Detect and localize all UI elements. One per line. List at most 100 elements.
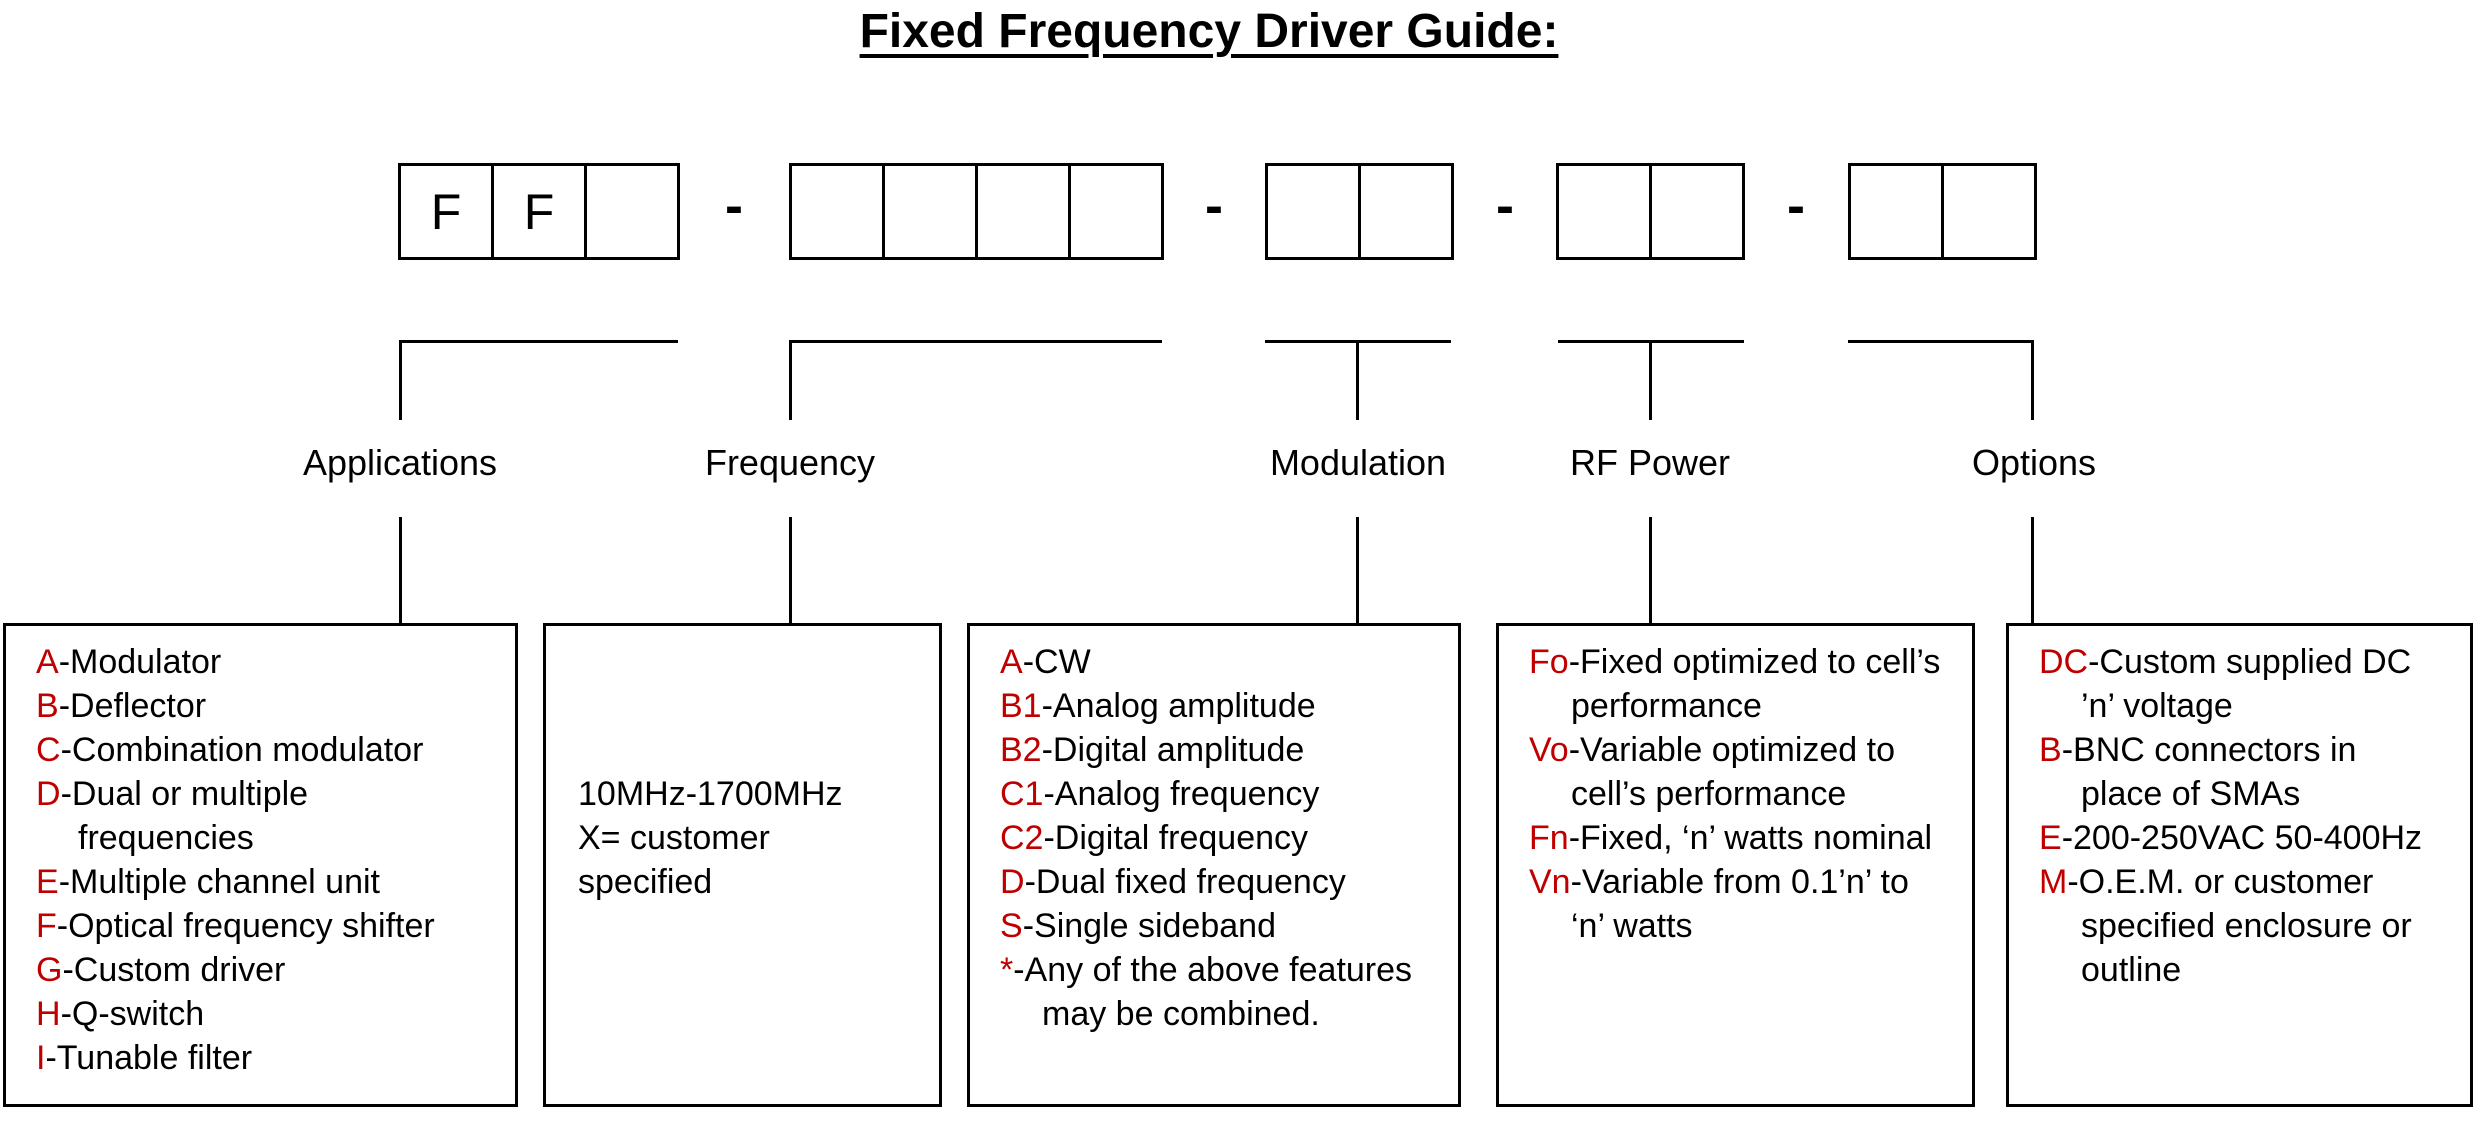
options-connector-lower bbox=[2031, 517, 2034, 623]
pn-group-rf-power bbox=[1556, 163, 1745, 260]
code-description: outline bbox=[2081, 951, 2182, 989]
code-description: -Custom supplied DC bbox=[2088, 643, 2412, 681]
code-letter: G bbox=[36, 951, 63, 989]
list-line: X= customer bbox=[578, 816, 935, 860]
pn-group-options bbox=[1848, 163, 2037, 260]
code-description: -Dual or multiple bbox=[60, 775, 309, 813]
list-line: B2-Digital amplitude bbox=[1000, 728, 1454, 772]
code-description: -Multiple channel unit bbox=[58, 863, 380, 901]
pn-separator: - bbox=[1205, 176, 1223, 236]
options-label: Options bbox=[1971, 442, 2097, 483]
code-description: -Modulator bbox=[58, 643, 222, 681]
applications-bracket-line bbox=[400, 340, 678, 343]
list-line: E-Multiple channel unit bbox=[36, 860, 511, 904]
rf-power-connector-lower bbox=[1649, 517, 1652, 623]
list-line: 10MHz-1700MHz bbox=[578, 772, 935, 816]
code-description: cell’s performance bbox=[1571, 775, 1847, 813]
code-letter: H bbox=[36, 995, 61, 1033]
code-description: -Analog amplitude bbox=[1041, 687, 1316, 725]
code-description: -Optical frequency shifter bbox=[56, 907, 435, 945]
list-line: frequencies bbox=[36, 816, 511, 860]
pn-separator: - bbox=[1787, 176, 1805, 236]
list-line: B-Deflector bbox=[36, 684, 511, 728]
list-line: place of SMAs bbox=[2039, 772, 2466, 816]
code-letter: Vo bbox=[1529, 731, 1569, 769]
list-line: Fo-Fixed optimized to cell’s bbox=[1529, 640, 1968, 684]
list-line: specified enclosure or bbox=[2039, 904, 2466, 948]
code-letter: Fo bbox=[1529, 643, 1569, 681]
code-description: -200-250VAC 50-400Hz bbox=[2061, 819, 2423, 857]
pn-cell bbox=[1268, 166, 1358, 257]
pn-cell: F bbox=[491, 166, 584, 257]
pn-group-modulation bbox=[1265, 163, 1454, 260]
list-line: M-O.E.M. or customer bbox=[2039, 860, 2466, 904]
list-line: outline bbox=[2039, 948, 2466, 992]
applications-connector-lower bbox=[399, 517, 402, 623]
code-description: -Fixed, ‘n’ watts nominal bbox=[1568, 819, 1933, 857]
list-line: C-Combination modulator bbox=[36, 728, 511, 772]
pn-cell bbox=[1358, 166, 1451, 257]
list-line: B1-Analog amplitude bbox=[1000, 684, 1454, 728]
code-description: -Tunable filter bbox=[45, 1039, 253, 1077]
code-letter: F bbox=[36, 907, 57, 945]
options-bracket-line bbox=[1848, 340, 2034, 343]
code-description: may be combined. bbox=[1042, 995, 1320, 1033]
list-line: C1-Analog frequency bbox=[1000, 772, 1454, 816]
frequency-connector-upper bbox=[789, 340, 792, 420]
list-line: H-Q-switch bbox=[36, 992, 511, 1036]
pn-cell bbox=[975, 166, 1068, 257]
pn-cell bbox=[882, 166, 975, 257]
pn-cell: F bbox=[401, 166, 491, 257]
code-letter: I bbox=[36, 1039, 46, 1077]
pn-cell bbox=[1068, 166, 1161, 257]
list-line: ’n’ voltage bbox=[2039, 684, 2466, 728]
code-letter: Vn bbox=[1529, 863, 1571, 901]
code-description: -O.E.M. or customer bbox=[2067, 863, 2374, 901]
code-description: -Variable from 0.1’n’ to bbox=[1570, 863, 1909, 901]
code-description: frequencies bbox=[78, 819, 254, 857]
list-line: may be combined. bbox=[1000, 992, 1454, 1036]
list-line: specified bbox=[578, 860, 935, 904]
code-letter: S bbox=[1000, 907, 1023, 945]
modulation-connector-upper bbox=[1356, 340, 1359, 420]
code-description: -Dual fixed frequency bbox=[1024, 863, 1346, 901]
code-letter: DC bbox=[2039, 643, 2089, 681]
pn-cell bbox=[792, 166, 882, 257]
rf-power-connector-upper bbox=[1649, 340, 1652, 420]
code-letter: E bbox=[2039, 819, 2062, 857]
code-description: X= customer bbox=[578, 819, 770, 857]
code-description: specified bbox=[578, 863, 713, 901]
code-letter: B1 bbox=[1000, 687, 1042, 725]
pn-cell bbox=[1649, 166, 1742, 257]
list-line: Fn-Fixed, ‘n’ watts nominal bbox=[1529, 816, 1968, 860]
code-letter: C2 bbox=[1000, 819, 1044, 857]
code-letter: M bbox=[2039, 863, 2068, 901]
list-line: G-Custom driver bbox=[36, 948, 511, 992]
list-line: cell’s performance bbox=[1529, 772, 1968, 816]
code-letter: C1 bbox=[1000, 775, 1044, 813]
list-line: D-Dual fixed frequency bbox=[1000, 860, 1454, 904]
pn-group-frequency bbox=[789, 163, 1164, 260]
list-line: A-CW bbox=[1000, 640, 1454, 684]
code-letter: B2 bbox=[1000, 731, 1042, 769]
code-letter: D bbox=[1000, 863, 1025, 901]
list-line: I-Tunable filter bbox=[36, 1036, 511, 1080]
code-description: -Combination modulator bbox=[60, 731, 424, 769]
list-line: A-Modulator bbox=[36, 640, 511, 684]
code-description: -Fixed optimized to cell’s bbox=[1568, 643, 1941, 681]
code-letter: * bbox=[1000, 951, 1014, 989]
options-connector-upper bbox=[2031, 340, 2034, 420]
applications-connector-upper bbox=[399, 340, 402, 420]
code-letter: A bbox=[1000, 643, 1023, 681]
code-letter: C bbox=[36, 731, 61, 769]
code-description: specified enclosure or bbox=[2081, 907, 2412, 945]
list-line: ‘n’ watts bbox=[1529, 904, 1968, 948]
page-title: Fixed Frequency Driver Guide: bbox=[859, 5, 1559, 58]
